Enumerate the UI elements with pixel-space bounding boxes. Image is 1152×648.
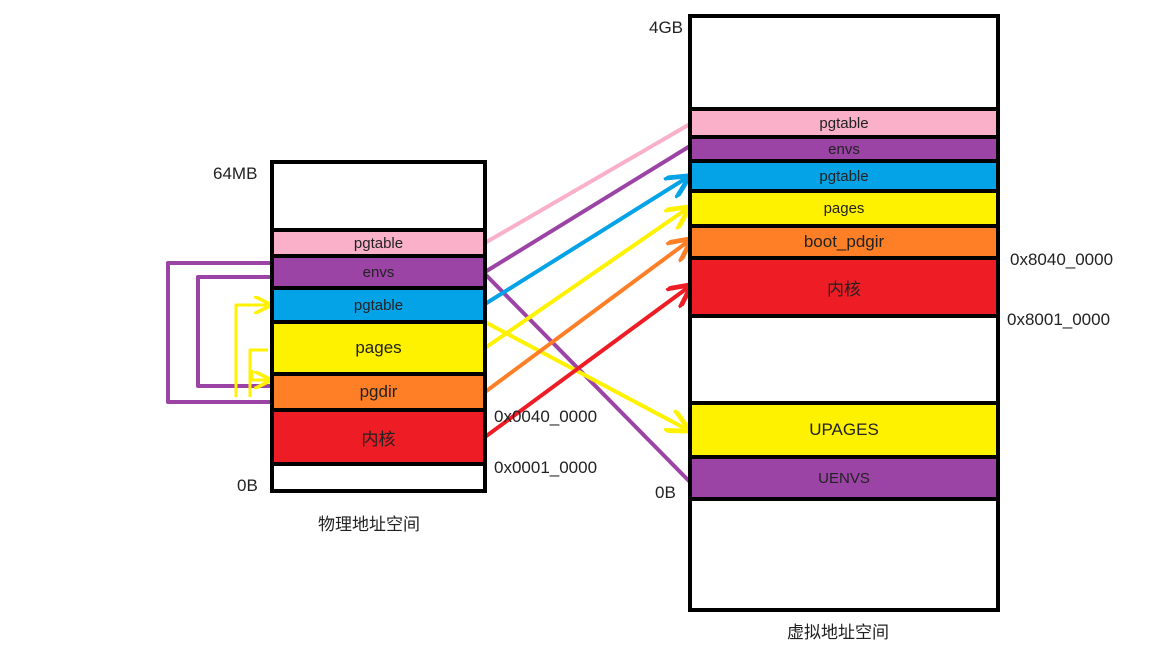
phys-segment-pgtable-blue: pgtable: [274, 290, 483, 320]
virt-segment-label: envs: [828, 140, 860, 158]
pgtable-blue-mapping-arrow: [483, 177, 688, 306]
phys-segment-label: pages: [355, 338, 402, 357]
virt-segment-boot-pdgir: boot_pdgir: [692, 228, 996, 256]
phys-divider: [270, 286, 487, 290]
virt-divider: [688, 256, 1000, 260]
yellow-loop-inner: [250, 370, 270, 380]
virt-segment-pages: pages: [692, 193, 996, 224]
virtual-memory-box: [688, 14, 1000, 612]
virt-segment-envs: envs: [692, 139, 996, 159]
phys-segment-kernel: 内核: [274, 412, 483, 462]
virt-top-label: 4GB: [649, 18, 684, 37]
virt-address-8001: 0x8001_0000: [1007, 310, 1111, 329]
phys-divider: [270, 320, 487, 324]
phys-segment-pgdir: pgdir: [274, 376, 483, 408]
virt-segment-pgtable-blue: pgtable: [692, 163, 996, 189]
virt-segment-uenvs: UENVS: [692, 459, 996, 497]
phys-segment-pages: pages: [274, 324, 483, 372]
phys-bottom-label: 0B: [237, 476, 258, 495]
phys-address-0040: 0x0040_0000: [494, 407, 598, 426]
virt-segment-pgtable-pink: pgtable: [692, 111, 996, 135]
phys-segment-label: envs: [362, 263, 395, 281]
virt-segment-label: pages: [823, 200, 865, 217]
phys-address-0001: 0x0001_0000: [494, 458, 598, 477]
virt-divider: [688, 189, 1000, 193]
phys-caption: 物理地址空间: [318, 515, 420, 534]
kernel-mapping-arrow: [483, 286, 690, 439]
virt-segment-upages: UPAGES: [692, 405, 996, 455]
phys-segment-label: pgtable: [353, 296, 404, 314]
virt-segment-label: pgtable: [819, 114, 869, 132]
phys-top-label: 64MB: [213, 164, 258, 183]
phys-segment-label: pgdir: [359, 382, 398, 401]
phys-segment-envs: envs: [274, 258, 483, 286]
virt-divider: [688, 135, 1000, 139]
virt-bottom-label: 0B: [655, 483, 676, 502]
virt-divider: [688, 401, 1000, 405]
phys-divider: [270, 228, 487, 232]
envs-outer-loop: [166, 261, 272, 404]
phys-divider: [270, 462, 487, 466]
pgdir-mapping-arrow: [483, 240, 690, 394]
virt-segment-kernel: 内核: [692, 260, 996, 314]
phys-segment-label: pgtable: [353, 234, 404, 252]
virt-divider: [688, 224, 1000, 228]
virt-segment-label: 内核: [827, 279, 861, 299]
envs-mapping-arrow: [483, 144, 692, 274]
pages-mapping-arrow: [483, 208, 688, 350]
phys-divider: [270, 408, 487, 412]
virt-divider: [688, 497, 1000, 501]
virt-address-8040: 0x8040_0000: [1010, 250, 1114, 269]
virt-divider: [688, 455, 1000, 459]
virt-segment-label: UENVS: [818, 469, 870, 487]
virt-divider: [688, 159, 1000, 163]
yellow-loop-outer: [234, 305, 270, 397]
phys-segment-pgtable-pink: pgtable: [274, 232, 483, 254]
virt-divider: [688, 107, 1000, 111]
pages-to-upages-arrow: [483, 320, 688, 430]
phys-divider: [270, 254, 487, 258]
virt-divider: [688, 314, 1000, 318]
virt-segment-label: pgtable: [819, 167, 869, 185]
virt-segment-label: boot_pdgir: [803, 232, 885, 251]
yellow-loop-mid: [248, 348, 268, 397]
pgtable-mapping-arrow: [481, 122, 692, 246]
phys-segment-label: 内核: [361, 429, 396, 449]
physical-memory-box: [270, 160, 487, 493]
virt-caption: 虚拟地址空间: [787, 623, 889, 642]
phys-divider: [270, 372, 487, 376]
virt-segment-label: UPAGES: [809, 420, 879, 439]
